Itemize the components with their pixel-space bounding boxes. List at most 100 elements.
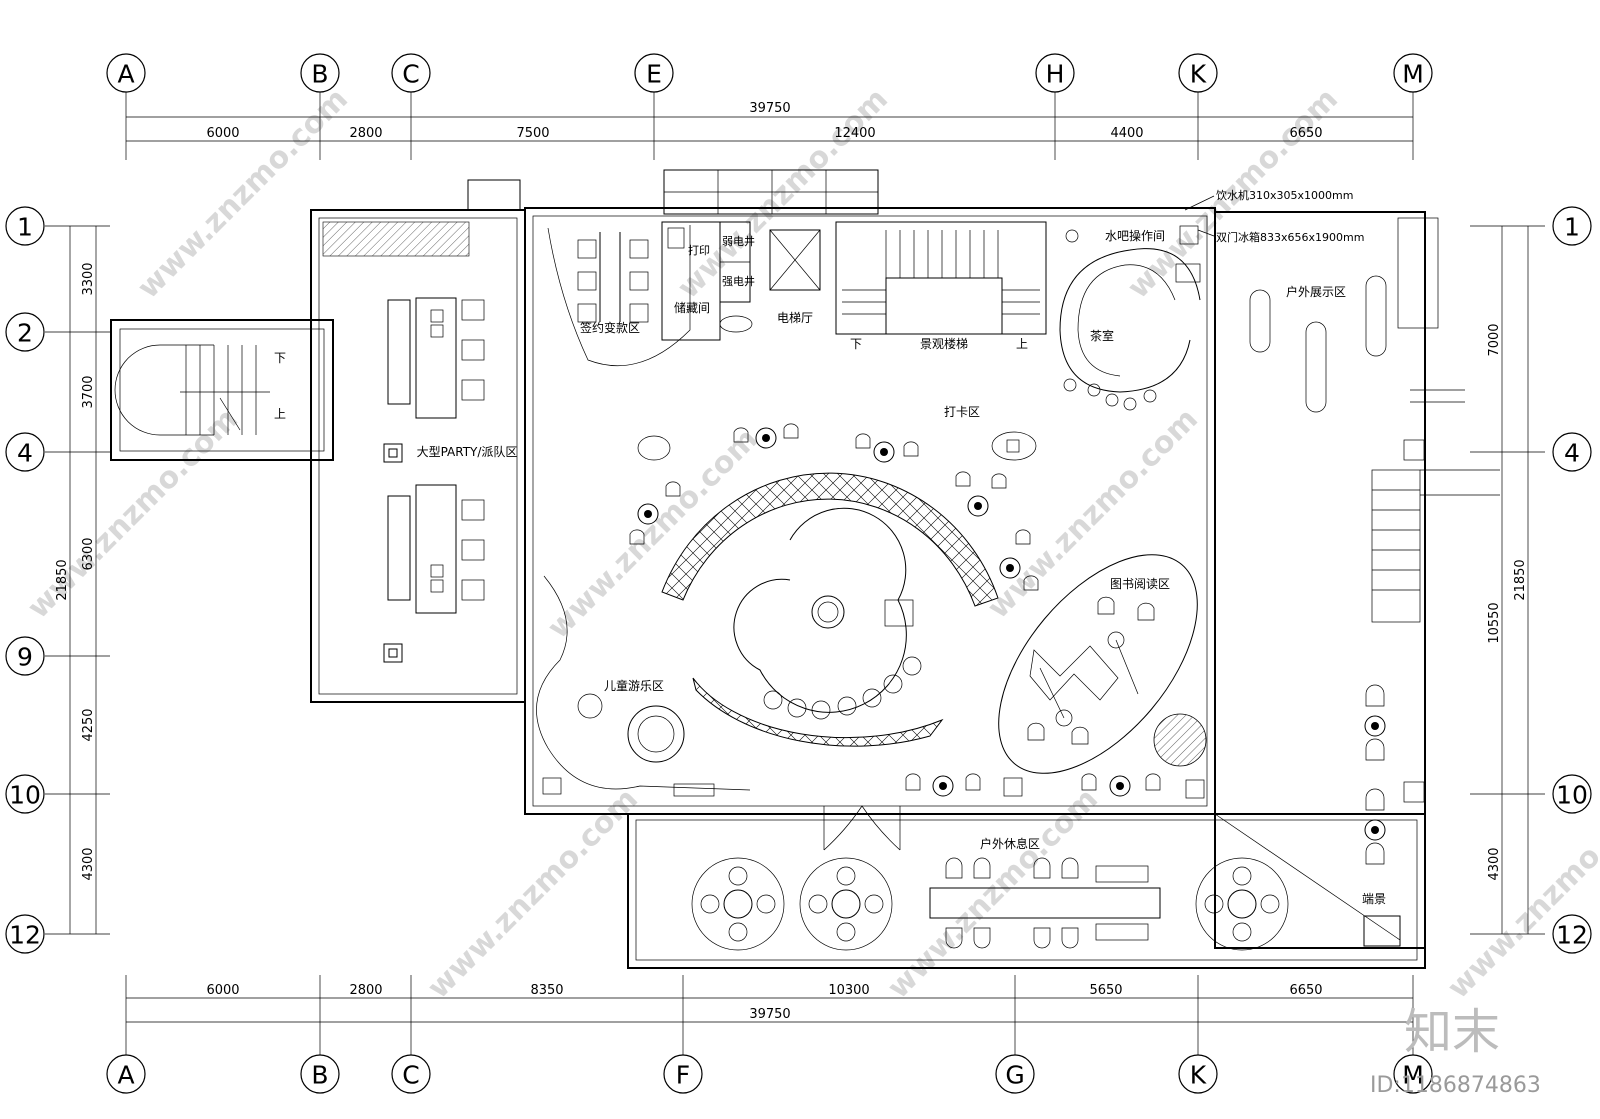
svg-text:12: 12 [1556,921,1588,950]
room-label-kids: 儿童游乐区 [604,678,664,693]
plant-icon [1153,713,1207,767]
scenic-stair-down: 下 [850,337,862,351]
axis-bubble-top-e: E [634,53,674,93]
svg-text:C: C [402,1061,419,1090]
svg-text:1: 1 [17,213,33,242]
axis-bubble-top-a: A [106,53,146,93]
round-table [1195,857,1289,951]
axis-bubble-top-h: H [1035,53,1075,93]
svg-text:M: M [1402,60,1424,89]
dim-top-seg: 6650 [1289,126,1322,141]
axis-bubble-bottom-c: C [391,1054,431,1094]
top-axis-group: A B C E H K M [106,53,1433,160]
dim-top-seg: 6000 [206,126,239,141]
top-dimensions: 39750 6000 2800 7500 12400 4400 6650 [126,101,1413,142]
axis-bubble-left-12: 12 [5,914,45,954]
svg-text:4300: 4300 [81,847,96,880]
svg-text:10: 10 [1556,781,1588,810]
room-label-outdoor-display: 户外展示区 [1286,284,1346,299]
axis-bubble-right-1: 1 [1552,206,1592,246]
svg-text:10: 10 [9,781,41,810]
svg-text:10550: 10550 [1487,602,1502,643]
axis-bubble-bottom-k: K [1178,1054,1218,1094]
svg-text:3300: 3300 [81,262,96,295]
svg-text:B: B [311,60,328,89]
building-walls [110,169,1500,969]
left-axis-group: 1 2 4 9 10 12 [5,206,45,954]
svg-text:6300: 6300 [81,537,96,570]
watermark-brand: 知末 [1404,1004,1500,1060]
watermark-id: ID:1186874863 [1370,1073,1541,1098]
equipment-notes: 饮水机310x305x1000mm 双门冰箱833x656x1900mm [1184,188,1364,244]
right-axis-group: 1 4 10 12 [1552,206,1592,954]
planter-hedge [322,221,470,257]
axis-bubble-left-1: 1 [5,206,45,246]
outdoor-display: 户外展示区 端景 [1249,275,1425,947]
svg-text:5650: 5650 [1089,983,1122,998]
axis-bubble-bottom-m: M [1393,1054,1433,1094]
room-label-library: 图书阅读区 [1110,577,1170,591]
service-core: 签约变款区 储藏间 打印 弱电井 强电井 电梯厅 [547,221,821,367]
watermark-site: www.znzmo.com [131,82,355,306]
svg-text:B: B [311,1061,328,1090]
checkin-tables: 打卡区 [629,405,1039,591]
svg-text:9: 9 [17,643,33,672]
svg-text:K: K [1190,60,1207,89]
watermark-site: www.znzmo.com [881,782,1105,1006]
svg-text:2: 2 [17,319,33,348]
svg-text:6650: 6650 [1289,983,1322,998]
right-dimensions: 7000 10550 4300 21850 [1470,225,1545,935]
svg-text:A: A [117,60,134,89]
svg-text:F: F [676,1061,690,1090]
axis-bubble-bottom-a: A [106,1054,146,1094]
watermark-layer: www.znzmo.com www.znzmo.com www.znzmo.co… [21,82,1600,1006]
dim-top-seg: 12400 [834,126,875,141]
dim-top-seg: 2800 [349,126,382,141]
room-label-party: 大型PARTY/派队区 [417,444,518,459]
room-label-storage: 储藏间 [674,300,710,315]
axis-bubble-top-c: C [391,53,431,93]
bottom-axis-group: A B C F G K M [106,1054,1433,1094]
svg-text:1: 1 [1564,213,1580,242]
svg-text:21850: 21850 [1513,559,1528,600]
axis-bubble-left-4: 4 [5,432,45,472]
svg-text:7000: 7000 [1487,323,1502,356]
svg-text:8350: 8350 [530,983,563,998]
axis-bubble-top-m: M [1393,53,1433,93]
axis-bubble-right-12: 12 [1552,914,1592,954]
room-label-water-bar: 水吧操作间 [1105,228,1165,243]
room-label-scenic-stair: 景观楼梯 [920,336,968,351]
room-label-print: 打印 [688,243,710,257]
west-stair-up-label: 上 [274,407,286,421]
note-double-fridge: 双门冰箱833x656x1900mm [1216,230,1364,244]
svg-text:6000: 6000 [206,983,239,998]
svg-text:12: 12 [9,921,41,950]
outdoor-rest: 户外休息区 [691,805,1289,951]
room-label-checkin: 打卡区 [944,405,980,419]
svg-text:4250: 4250 [81,708,96,741]
svg-text:A: A [117,1061,134,1090]
watermark-site: www.znzmo.com [981,402,1205,626]
axis-bubble-top-k: K [1178,53,1218,93]
room-label-outdoor-rest: 户外休息区 [980,836,1040,851]
svg-text:K: K [1190,1061,1207,1090]
brand-watermark: 知末 ID:1186874863 [1370,1004,1541,1098]
room-label-sign-in: 签约变款区 [580,320,640,335]
dim-bottom-total: 39750 [749,1007,790,1022]
svg-text:3700: 3700 [81,375,96,408]
round-table [799,857,893,951]
central-installation [661,472,999,747]
svg-text:10300: 10300 [828,983,869,998]
west-stair: 下 上 [114,344,286,436]
scenic-stair-up: 上 [1016,337,1028,351]
note-water-dispenser: 饮水机310x305x1000mm [1216,188,1353,202]
axis-bubble-left-9: 9 [5,636,45,676]
svg-text:4300: 4300 [1487,847,1502,880]
svg-text:G: G [1005,1061,1024,1090]
axis-bubble-right-4: 4 [1552,432,1592,472]
dim-top-seg: 4400 [1110,126,1143,141]
party-furniture: 大型PARTY/派队区 [383,297,518,663]
scenic-stair: 景观楼梯 下 上 [835,221,1047,351]
kids-area: 儿童游乐区 [536,575,751,797]
watermark-site: www.znzmo.com [1441,782,1600,1006]
